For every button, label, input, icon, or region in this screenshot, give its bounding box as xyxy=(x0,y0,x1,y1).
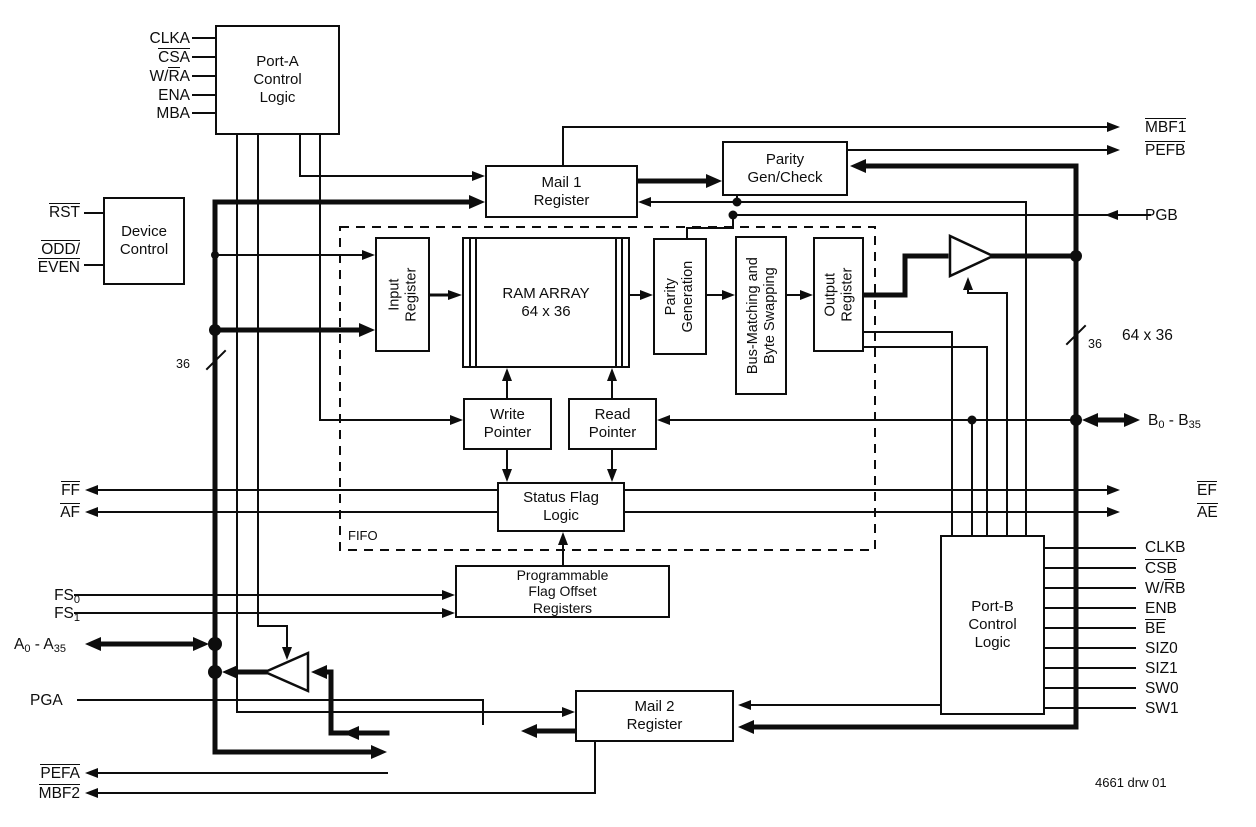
box-line: Port-A xyxy=(256,53,299,71)
ram-hatch-line xyxy=(469,239,471,366)
box-line: Pointer xyxy=(483,424,532,441)
box-line: Mail 2 xyxy=(634,698,675,716)
box-bus-matching-byte-swapping: Bus-Matching and Byte Swapping xyxy=(735,236,787,395)
box-line: Generation xyxy=(680,260,696,333)
box-line: Logic xyxy=(259,88,296,106)
box-line: Input xyxy=(385,278,402,311)
box-parity-generation: Parity Generation xyxy=(653,238,707,355)
label-ena: ENA xyxy=(158,87,190,104)
junction-dots xyxy=(208,197,1082,679)
label-bus-width-left: 36 xyxy=(176,357,190,371)
arrowheads xyxy=(85,122,1140,798)
box-line: Flag Offset xyxy=(528,583,597,600)
label-mbf1: MBF1 xyxy=(1145,118,1187,136)
box-line: Write xyxy=(490,406,525,424)
box-line: Status Flag xyxy=(523,489,599,507)
box-line: Byte Swapping xyxy=(761,267,777,364)
box-line: Registers xyxy=(532,599,593,616)
label-ef: EF xyxy=(1197,481,1217,499)
label-clkb: CLKB xyxy=(1145,539,1186,556)
box-line: Register xyxy=(626,716,683,733)
label-ram-size-note: 64 x 36 xyxy=(1122,327,1173,344)
box-device-control: Device Control xyxy=(103,197,185,285)
label-wra: W/RA xyxy=(149,67,190,85)
box-line: Read xyxy=(594,406,631,424)
box-mail1-register: Mail 1 Register xyxy=(485,165,638,218)
box-line: Logic xyxy=(974,633,1011,651)
box-line: 64 x 36 xyxy=(521,302,571,320)
box-port-b-control-logic: Port-B Control Logic xyxy=(940,535,1045,715)
label-csa: CSA xyxy=(158,48,190,66)
box-read-pointer: Read Pointer xyxy=(568,398,657,450)
label-a-bus: A0 - A35 xyxy=(14,636,66,655)
label-csb: CSB xyxy=(1145,559,1177,577)
box-line: Logic xyxy=(543,507,579,524)
box-line: Parity xyxy=(663,277,680,316)
label-ae: AE xyxy=(1197,503,1218,521)
box-parity-gen-check-top: Parity Gen/Check xyxy=(722,141,848,196)
box-line: Pointer xyxy=(588,424,637,441)
label-wrb: W/RB xyxy=(1145,579,1186,597)
box-line: Output xyxy=(821,272,838,317)
label-siz0: SIZ0 xyxy=(1145,640,1178,657)
ram-hatch-line xyxy=(475,239,477,366)
label-pga: PGA xyxy=(30,692,63,709)
ram-hatch-line xyxy=(615,239,617,366)
label-fs0: FS0 xyxy=(54,587,80,606)
label-even: EVEN xyxy=(37,258,80,276)
fifo-label: FIFO xyxy=(348,528,378,543)
label-mba: MBA xyxy=(156,105,190,122)
fifo-dashed-boundary xyxy=(339,226,876,551)
box-line: Port-B xyxy=(971,598,1014,616)
thick-bus-wires xyxy=(96,163,1129,755)
box-line: Control xyxy=(119,241,169,258)
box-line: Device xyxy=(121,223,167,241)
box-programmable-flag-offset-registers: Programmable Flag Offset Registers xyxy=(455,565,670,618)
box-line: Programmable xyxy=(516,567,609,584)
box-line: Mail 1 xyxy=(541,173,582,191)
box-line: Control xyxy=(968,616,1017,634)
box-line: Bus-Matching and xyxy=(744,257,761,374)
box-line: Parity xyxy=(765,150,805,168)
port-b-output-buffer-triangle xyxy=(948,234,996,278)
label-pefa: PEFA xyxy=(40,764,80,782)
box-line: Control xyxy=(253,71,302,89)
label-siz1: SIZ1 xyxy=(1145,660,1178,677)
label-pgb: PGB xyxy=(1145,207,1178,224)
box-status-flag-logic: Status Flag Logic xyxy=(497,482,625,532)
label-clka: CLKA xyxy=(149,30,191,47)
ram-hatch-line xyxy=(621,239,623,366)
box-output-register: Output Register xyxy=(813,237,864,352)
label-b-bus: B0 - B35 xyxy=(1148,412,1201,431)
box-mail2-register: Mail 2 Register xyxy=(575,690,734,742)
label-be: BE xyxy=(1145,619,1166,637)
drawing-number: 4661 drw 01 xyxy=(1095,775,1167,790)
port-a-output-buffer-triangle xyxy=(261,651,310,693)
label-fs1: FS1 xyxy=(54,605,80,624)
label-bus-width-right: 36 xyxy=(1088,337,1102,351)
label-enb: ENB xyxy=(1145,600,1177,617)
box-line: Gen/Check xyxy=(747,168,823,186)
box-input-register: Input Register xyxy=(375,237,430,352)
label-pefb: PEFB xyxy=(1145,141,1186,159)
label-mbf2: MBF2 xyxy=(38,784,80,802)
box-write-pointer: Write Pointer xyxy=(463,398,552,450)
label-odd: ODD/ xyxy=(41,240,80,258)
label-rst: RST xyxy=(49,203,80,221)
box-line: Register xyxy=(838,267,855,322)
label-af: AF xyxy=(60,503,80,521)
box-ram-array: RAM ARRAY 64 x 36 xyxy=(462,237,630,368)
label-sw1: SW1 xyxy=(1145,700,1179,717)
box-line: RAM ARRAY xyxy=(502,284,590,302)
box-line: Register xyxy=(533,191,590,209)
box-line: Register xyxy=(402,267,419,322)
label-ff: FF xyxy=(61,481,80,499)
label-sw0: SW0 xyxy=(1145,680,1179,697)
box-port-a-control-logic: Port-A Control Logic xyxy=(215,25,340,135)
